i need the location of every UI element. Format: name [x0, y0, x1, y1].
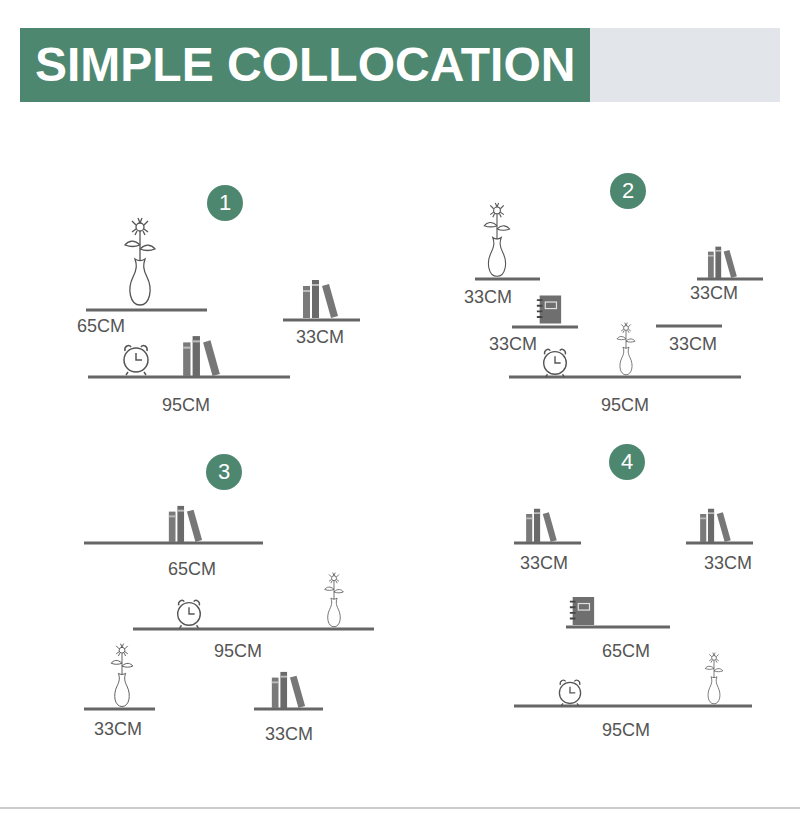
- dimension-label: 33CM: [296, 328, 344, 346]
- footer-rule: [0, 808, 800, 809]
- step-number-circle: 2: [610, 173, 646, 209]
- dimension-label: 33CM: [690, 284, 738, 302]
- dimension-label: 33CM: [265, 725, 313, 743]
- step-number: 4: [621, 451, 633, 473]
- shelf-decor: [111, 203, 737, 708]
- dimension-label: 65CM: [77, 317, 125, 335]
- dimension-label: 33CM: [669, 335, 717, 353]
- step-number-circle: 4: [609, 444, 645, 480]
- dimension-label: 95CM: [602, 721, 650, 739]
- step-number-circle: 1: [207, 185, 243, 221]
- step-number: 1: [219, 192, 231, 214]
- dimension-label: 33CM: [520, 554, 568, 572]
- step-number: 3: [218, 461, 230, 483]
- dimension-label: 33CM: [94, 720, 142, 738]
- dimension-label: 65CM: [168, 560, 216, 578]
- dimension-label: 95CM: [214, 642, 262, 660]
- dimension-label: 33CM: [464, 288, 512, 306]
- step-number: 2: [622, 180, 634, 202]
- title-band: [20, 28, 590, 102]
- title: SIMPLE COLLOCATION: [35, 41, 575, 89]
- shelves: [84, 279, 763, 709]
- title-band-end: [590, 28, 780, 102]
- step-number-circle: 3: [206, 454, 242, 490]
- dimension-label: 33CM: [704, 554, 752, 572]
- dimension-label: 95CM: [601, 396, 649, 414]
- dimension-label: 95CM: [162, 396, 210, 414]
- dimension-label: 33CM: [489, 335, 537, 353]
- dimension-label: 65CM: [602, 642, 650, 660]
